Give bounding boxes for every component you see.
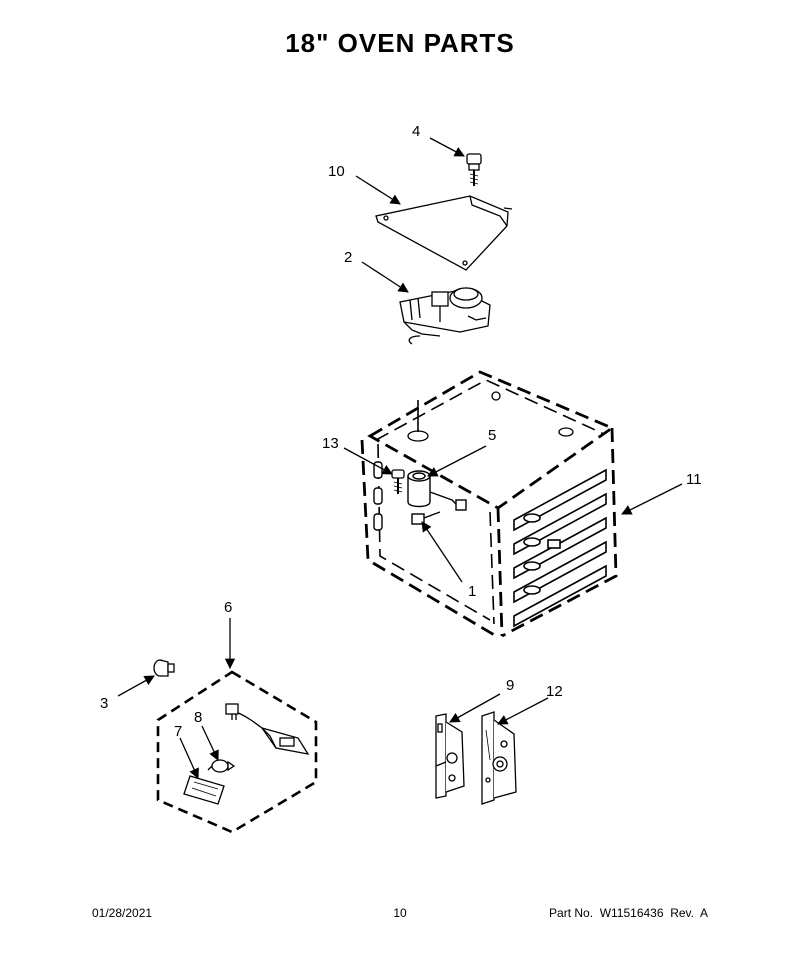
rack-slots [513,468,607,628]
callout-5: 5 [488,427,496,444]
callout-11: 11 [686,471,702,488]
cavity-top-details [407,391,574,442]
oven-cavity-part-11 [360,370,618,638]
control-bracket-part-2 [399,287,491,345]
callout-9: 9 [506,677,514,694]
callout-13: 13 [322,435,339,452]
igniter-part-5 [407,470,467,511]
bulb-part-8 [211,759,229,773]
knob-part-3 [153,659,175,677]
footer-page-number: 10 [393,906,407,920]
callout-10: 10 [328,163,345,180]
connector-part-1 [411,511,441,525]
footer-part-number: Part No. W11516436 Rev. A [549,906,708,920]
screw-part-13 [391,469,405,494]
callout-4: 4 [412,123,420,140]
hinge-part-12 [481,711,517,805]
callout-1: 1 [468,583,476,600]
lens-part-7 [183,775,225,805]
screw-part-4 [466,153,482,186]
footer-date: 01/28/2021 [92,906,153,920]
leader-lines [117,137,683,779]
bracket-plate-part-10 [375,195,513,271]
callout-3: 3 [100,695,108,712]
hinge-part-9 [435,713,465,799]
left-wall-slots [373,461,383,531]
callout-2: 2 [344,249,352,266]
callout-6: 6 [224,599,232,616]
page-title: 18" OVEN PARTS [285,28,515,58]
light-assembly-part-6 [156,670,318,834]
callout-8: 8 [194,709,202,726]
callout-7: 7 [174,723,182,740]
callout-12: 12 [546,683,563,700]
